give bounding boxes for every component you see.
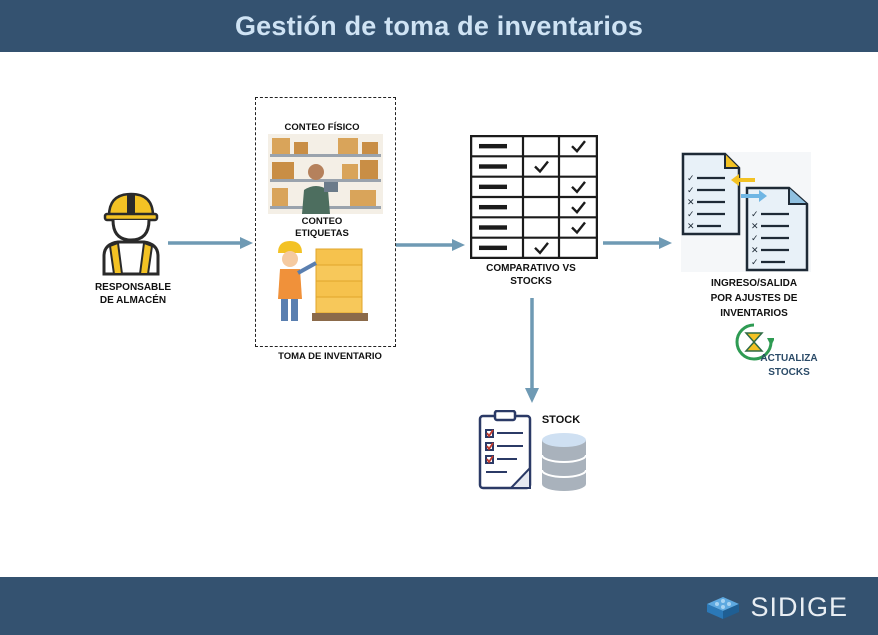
conteo-fisico-label: CONTEO FÍSICO — [284, 122, 360, 133]
svg-text:✕: ✕ — [687, 198, 695, 208]
brand-name: SIDIGE — [750, 592, 848, 622]
ajustes-line1: INGRESO/SALIDA — [710, 278, 798, 289]
table-check-mark — [571, 140, 586, 153]
table-dash-mark — [479, 225, 507, 230]
comparison-table-icon — [470, 135, 598, 259]
svg-text:✓: ✓ — [751, 234, 759, 244]
warehouse-worker-icon — [102, 192, 160, 276]
actor-label: RESPONSABLE DE ALMACÉN — [88, 281, 178, 307]
stock-label: STOCK — [541, 414, 581, 426]
warehouse-shelves-illustration — [268, 134, 383, 214]
table-check-mark — [571, 221, 586, 235]
comparativo-label: COMPARATIVO VS STOCKS — [466, 262, 596, 288]
scanner-worker-illustration — [276, 239, 370, 325]
table-check-mark — [571, 201, 586, 214]
actualiza-line2: STOCKS — [768, 367, 810, 378]
svg-text:✓: ✓ — [687, 210, 695, 220]
svg-text:✕: ✕ — [751, 222, 759, 232]
toma-inventario-box — [255, 97, 396, 347]
actualiza-line1: ACTUALIZA — [760, 353, 818, 364]
svg-text:✓: ✓ — [751, 258, 759, 268]
comparativo-line2: STOCKS — [510, 276, 552, 287]
header-bar: Gestión de toma de inventarios — [0, 0, 878, 52]
table-dash-mark — [479, 164, 507, 169]
ajustes-line2: POR AJUSTES DE — [710, 293, 798, 304]
arrow-to-toma — [168, 237, 253, 249]
comparativo-line1: COMPARATIVO VS — [486, 263, 576, 274]
svg-text:✓: ✓ — [751, 210, 759, 220]
toma-inventario-label: TOMA DE INVENTARIO — [278, 351, 382, 362]
svg-text:✓: ✓ — [687, 174, 695, 184]
conteo-etiquetas-line1: CONTEO — [301, 216, 343, 227]
svg-text:✕: ✕ — [687, 222, 695, 232]
table-dash-mark — [479, 143, 507, 149]
page-title: Gestión de toma de inventarios — [234, 10, 644, 41]
svg-text:✓: ✓ — [687, 186, 695, 196]
table-check-mark — [571, 181, 586, 194]
table-dash-mark — [479, 204, 507, 210]
ajustes-label: INGRESO/SALIDA POR AJUSTES DE INVENTARIO… — [692, 276, 816, 321]
arrow-to-ajustes — [603, 237, 672, 249]
arrow-to-comparativo — [396, 239, 465, 251]
svg-text:✕: ✕ — [751, 246, 759, 256]
sidige-brand: SIDIGE — [706, 592, 848, 623]
ajustes-line3: INVENTARIOS — [720, 308, 788, 319]
actor-label-line1: RESPONSABLE — [94, 282, 172, 293]
conteo-etiquetas-line2: ETIQUETAS — [295, 228, 349, 239]
documents-exchange-icon: ✓ ✓ ✕ ✓ ✕ ✓ ✕ ✓ ✕ ✓ — [681, 152, 811, 272]
table-check-mark — [534, 160, 549, 174]
actor-label-line2: DE ALMACÉN — [99, 295, 167, 306]
update-cycle-icon — [735, 323, 774, 361]
table-dash-mark — [479, 184, 507, 190]
table-check-mark — [534, 242, 549, 255]
actualiza-stocks-label: ACTUALIZA STOCKS — [752, 352, 826, 380]
table-dash-mark — [479, 245, 507, 251]
sidige-logo-icon — [707, 596, 740, 619]
clipboard-icon — [478, 410, 532, 490]
conteo-etiquetas-label: CONTEO ETIQUETAS — [262, 216, 382, 240]
arrow-to-stock — [525, 298, 539, 403]
database-icon — [541, 433, 587, 491]
